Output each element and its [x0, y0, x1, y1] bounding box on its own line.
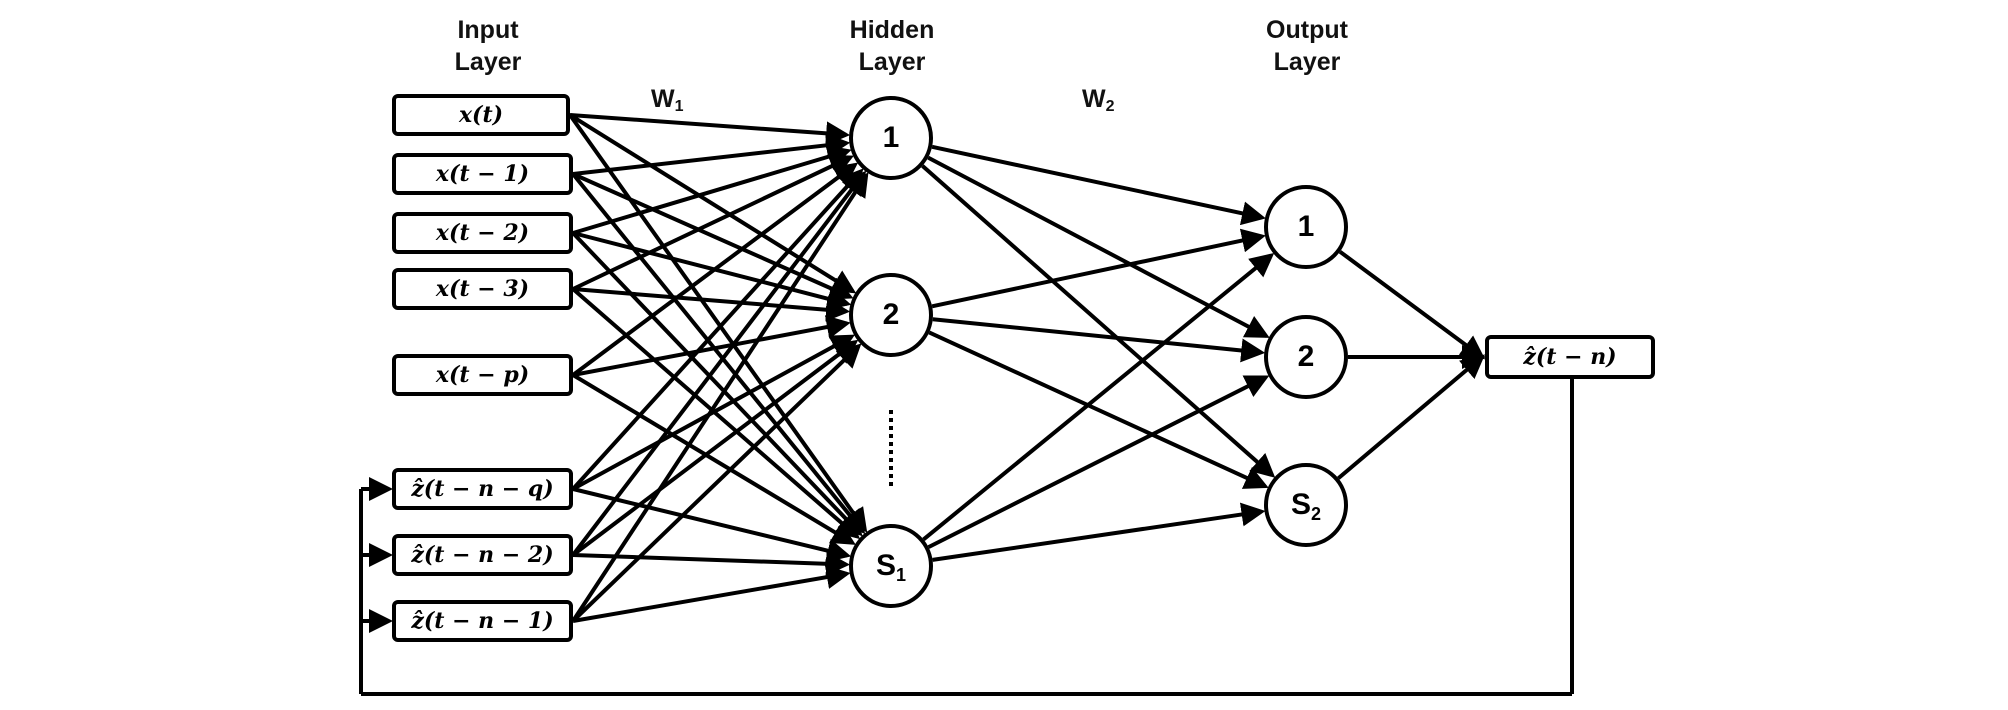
output-node-1-label: 1 [1297, 210, 1315, 243]
input-node-label: ẑ(t − n − q) [411, 476, 554, 502]
output-node-2-label: 2 [1297, 340, 1315, 373]
output-node-s2-main: S [1290, 488, 1311, 521]
input-hidden-edge [571, 231, 863, 537]
weight-w1-label: W1 [651, 85, 684, 116]
weight-w2-sub: 2 [1105, 98, 1115, 115]
input-node-x-t-p: x(t − p) [392, 354, 573, 396]
input-hidden-edge [571, 172, 869, 623]
input-hidden-edge [571, 168, 864, 491]
output-layer-title-line2: Layer [1273, 48, 1341, 76]
input-node-label: x(t − 3) [435, 276, 530, 302]
input-hidden-edge [571, 373, 856, 545]
hidden-output-edge [931, 144, 1266, 226]
result-node-z-t-n: ẑ(t − n) [1485, 335, 1655, 379]
weight-w2-label: W2 [1082, 85, 1115, 116]
hidden-node-1: 1 [849, 96, 933, 180]
input-node-label: x(t − 1) [435, 161, 530, 187]
hidden-output-edge [931, 228, 1266, 309]
input-hidden-edge [571, 162, 859, 377]
input-hidden-edge [572, 487, 852, 563]
hidden-output-edge [922, 252, 1275, 541]
input-node-label: ẑ(t − n − 1) [411, 608, 554, 634]
weight-w2-main: W [1082, 85, 1106, 113]
input-hidden-edge [571, 170, 867, 557]
hidden-node-2-label: 2 [882, 298, 900, 331]
input-hidden-edge [571, 343, 862, 623]
input-node-x-t-2: x(t − 2) [392, 212, 573, 254]
hidden-layer-title: Hidden Layer [822, 14, 962, 78]
hidden-output-edge [932, 502, 1266, 562]
hidden-layer-title-line2: Layer [858, 48, 926, 76]
input-node-x-t-3: x(t − 3) [392, 268, 573, 310]
input-node-x-t-1: x(t − 1) [392, 153, 573, 195]
output-node-2: 2 [1264, 315, 1348, 399]
input-node-label: x(t) [458, 102, 504, 128]
input-hidden-edge [572, 565, 851, 623]
hidden-output-edge [932, 317, 1266, 363]
input-hidden-edge [572, 155, 854, 291]
hidden-output-edge [921, 164, 1276, 478]
hidden-node-s1-sub: 1 [896, 564, 907, 585]
input-node-x-t: x(t) [392, 94, 570, 136]
hidden-layer-title-line1: Hidden [849, 16, 935, 44]
hidden-node-s1-main: S [875, 549, 896, 582]
weight-w1-main: W [651, 85, 675, 113]
input-hidden-edge [568, 113, 868, 533]
output-result-edge [1338, 250, 1486, 360]
input-hidden-edge [569, 113, 851, 146]
input-layer-title-line1: Input [457, 16, 519, 44]
input-node-label: x(t − 2) [435, 220, 530, 246]
output-node-1: 1 [1264, 185, 1348, 269]
hidden-node-2: 2 [849, 273, 933, 357]
input-hidden-edge [572, 133, 851, 176]
input-hidden-edge [572, 231, 852, 311]
input-layer-title-line2: Layer [454, 48, 522, 76]
input-hidden-edge [572, 287, 851, 322]
output-result-edge [1337, 354, 1486, 480]
input-hidden-edge [572, 315, 851, 377]
input-hidden-edge [571, 339, 859, 557]
input-layer-title: Input Layer [418, 14, 558, 78]
result-node-label: ẑ(t − n) [1523, 344, 1617, 370]
input-node-z-t-n-1: ẑ(t − n − 1) [392, 600, 573, 642]
input-node-z-t-n-q: ẑ(t − n − q) [392, 468, 573, 510]
hidden-output-edge [928, 330, 1269, 489]
output-layer-title: Output Layer [1237, 14, 1377, 78]
input-hidden-edge [572, 145, 852, 235]
weight-w1-sub: 1 [674, 98, 684, 115]
hidden-output-edge [927, 375, 1270, 549]
input-hidden-edge [571, 172, 866, 535]
input-hidden-edge [572, 551, 851, 576]
output-node-s2-sub: 2 [1311, 503, 1322, 524]
input-hidden-edge [572, 172, 854, 300]
input-node-z-t-n-2: ẑ(t − n − 2) [392, 534, 573, 576]
input-hidden-edge [568, 113, 857, 294]
input-node-label: x(t − p) [435, 362, 530, 388]
output-layer-title-line1: Output [1266, 16, 1348, 44]
hidden-node-1-label: 1 [882, 121, 900, 154]
input-node-label: ẑ(t − n − 2) [411, 542, 554, 568]
